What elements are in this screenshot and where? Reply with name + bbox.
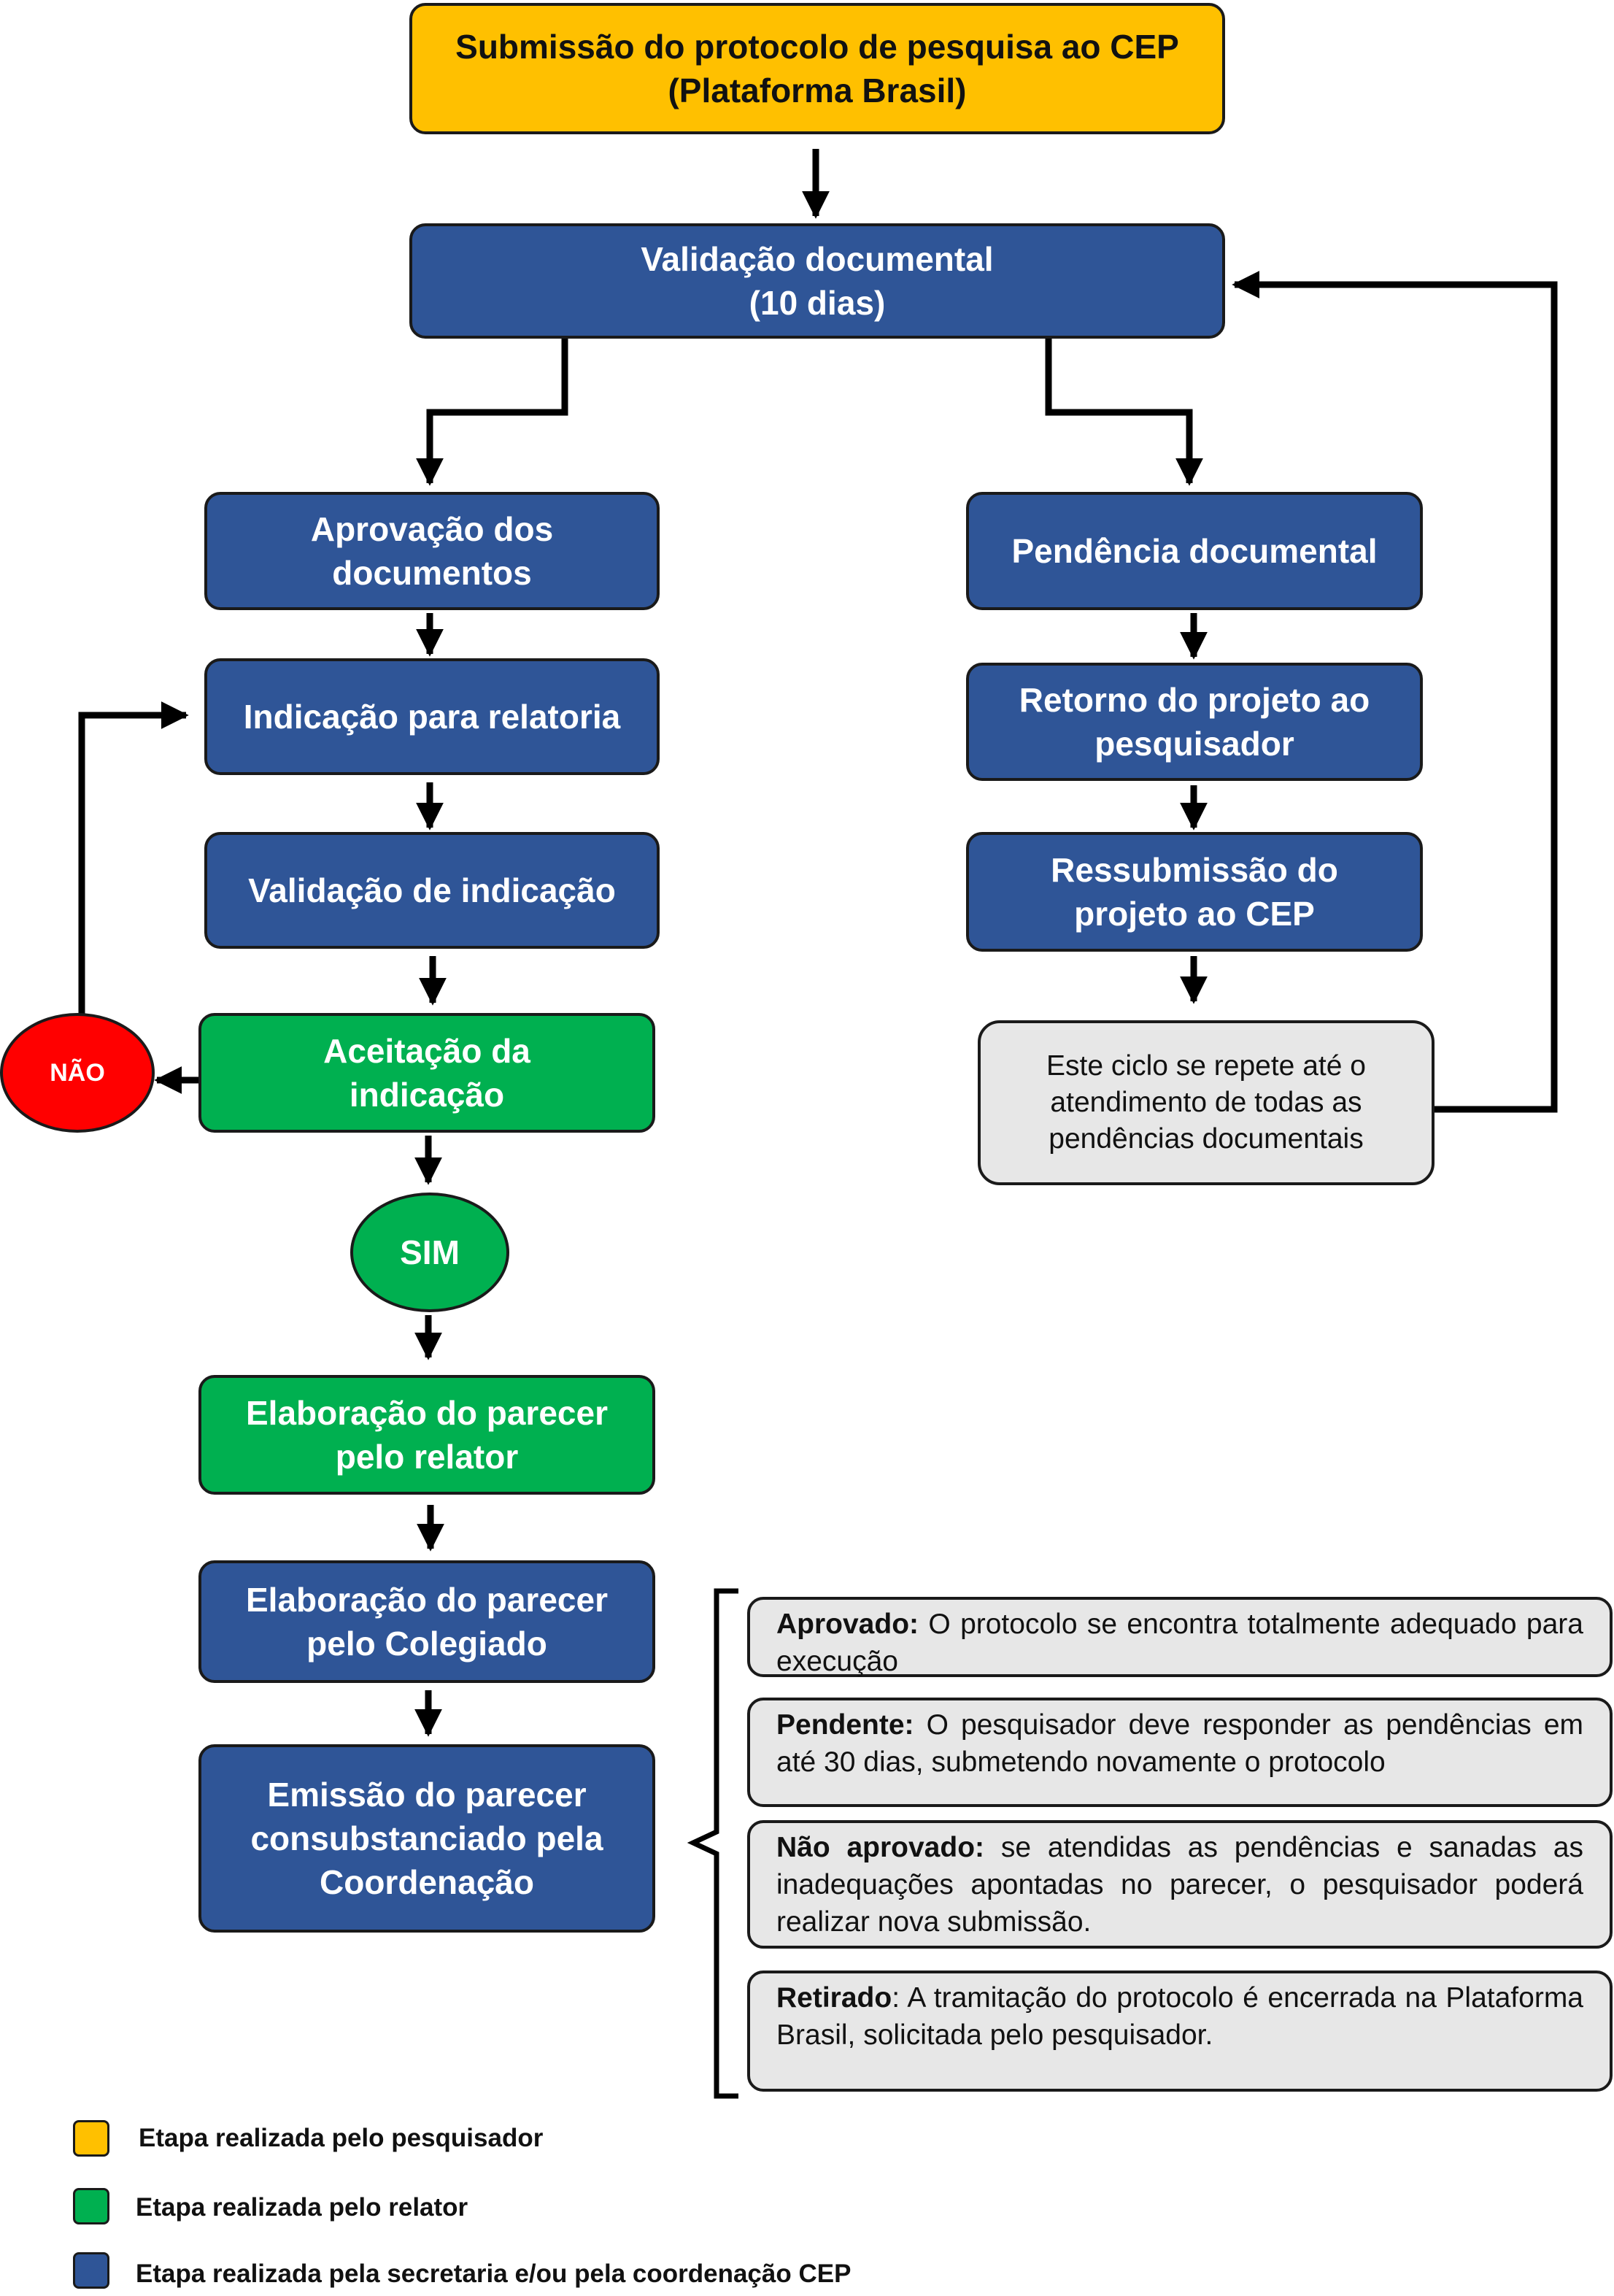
outcome-approved-text: O protocolo se encontra totalmente adequ… <box>776 1609 1583 1677</box>
outcome-pending-text: O pesquisador deve responder as pendênci… <box>776 1709 1583 1778</box>
return-project-line1: Retorno do projeto ao <box>1019 681 1370 719</box>
resubmission-box: Ressubmissão do projeto ao CEP <box>966 832 1423 952</box>
rapporteur-opinion-line1: Elaboração do parecer <box>246 1394 608 1432</box>
outcome-withdrawn-text: : A tramitação do protocolo é encerrada … <box>776 1982 1583 2051</box>
legend-label-rapporteur: Etapa realizada pelo relator <box>136 2193 468 2222</box>
outcome-not-approved-text: se atendidas as pendências e sanadas as … <box>776 1832 1583 1938</box>
legend-swatch-researcher <box>73 2120 109 2157</box>
yes-label: SIM <box>400 1233 460 1271</box>
indication-validation-line1: Validação de indicação <box>248 871 616 909</box>
outcome-approved-term: Aprovado: <box>776 1609 919 1640</box>
outcome-withdrawn-term: Retirado <box>776 1982 892 2014</box>
outcome-pending: Pendente: O pesquisador deve responder a… <box>747 1698 1613 1807</box>
outcome-withdrawn: Retirado: A tramitação do protocolo é en… <box>747 1971 1613 2092</box>
outcome-approved: Aprovado: O protocolo se encontra totalm… <box>747 1597 1613 1677</box>
resubmission-line1: Ressubmissão do <box>1051 851 1338 889</box>
cycle-note-line1: Este ciclo se repete até o <box>1046 1050 1366 1082</box>
collegiate-opinion-line2: pelo Colegiado <box>306 1625 547 1663</box>
acceptance-line1: Aceitação da <box>323 1032 530 1070</box>
cycle-note-line3: pendências documentais <box>1049 1123 1364 1155</box>
indication-validation-box: Validação de indicação <box>204 832 660 949</box>
issuance-box: Emissão do parecer consubstanciado pela … <box>198 1744 655 1933</box>
outcome-pending-term: Pendente: <box>776 1709 914 1741</box>
submission-line2: (Plataforma Brasil) <box>668 72 967 109</box>
issuance-line1: Emissão do parecer <box>267 1776 587 1814</box>
validation-line2: (10 dias) <box>749 284 886 322</box>
legend-label-secretariat: Etapa realizada pela secretaria e/ou pel… <box>136 2260 852 2288</box>
rapporteur-opinion-box: Elaboração do parecer pelo relator <box>198 1375 655 1495</box>
no-ellipse: NÃO <box>0 1013 155 1133</box>
pending-box: Pendência documental <box>966 492 1423 610</box>
no-label: NÃO <box>50 1058 105 1087</box>
legend-swatch-secretariat <box>73 2252 109 2289</box>
outcomes-brace <box>687 1588 738 2099</box>
cycle-note-line2: atendimento de todas as <box>1050 1087 1362 1118</box>
cycle-note-box: Este ciclo se repete até o atendimento d… <box>978 1020 1435 1185</box>
indication-box: Indicação para relatoria <box>204 658 660 775</box>
resubmission-line2: projeto ao CEP <box>1074 895 1315 933</box>
yes-ellipse: SIM <box>350 1193 509 1312</box>
collegiate-opinion-box: Elaboração do parecer pelo Colegiado <box>198 1560 655 1683</box>
validation-box: Validação documental (10 dias) <box>409 223 1225 339</box>
issuance-line3: Coordenação <box>320 1863 534 1901</box>
return-project-line2: pesquisador <box>1094 725 1294 763</box>
submission-box: Submissão do protocolo de pesquisa ao CE… <box>409 3 1225 134</box>
acceptance-box: Aceitação da indicação <box>198 1013 655 1133</box>
rapporteur-opinion-line2: pelo relator <box>335 1438 519 1476</box>
issuance-line2: consubstanciado pela <box>250 1819 603 1857</box>
legend-label-researcher: Etapa realizada pelo pesquisador <box>139 2124 544 2152</box>
approval-box: Aprovação dos documentos <box>204 492 660 610</box>
outcome-not-approved: Não aprovado: se atendidas as pendências… <box>747 1820 1613 1949</box>
collegiate-opinion-line1: Elaboração do parecer <box>246 1581 608 1619</box>
legend-swatch-rapporteur <box>73 2188 109 2224</box>
outcome-not-approved-term: Não aprovado: <box>776 1832 985 1863</box>
arrow-cycle-validation <box>1232 271 1558 1113</box>
arrow-no-indication <box>78 701 189 1014</box>
submission-line1: Submissão do protocolo de pesquisa ao CE… <box>455 28 1179 66</box>
arrow-validation-pending <box>1045 336 1203 486</box>
indication-line1: Indicação para relatoria <box>243 698 621 736</box>
validation-line1: Validação documental <box>641 240 994 278</box>
return-project-box: Retorno do projeto ao pesquisador <box>966 663 1423 781</box>
approval-line1: Aprovação dos <box>310 510 554 548</box>
pending-line1: Pendência documental <box>1011 532 1378 570</box>
acceptance-line2: indicação <box>349 1076 505 1114</box>
approval-line2: documentos <box>332 554 532 592</box>
arrow-validation-approval <box>416 336 568 486</box>
